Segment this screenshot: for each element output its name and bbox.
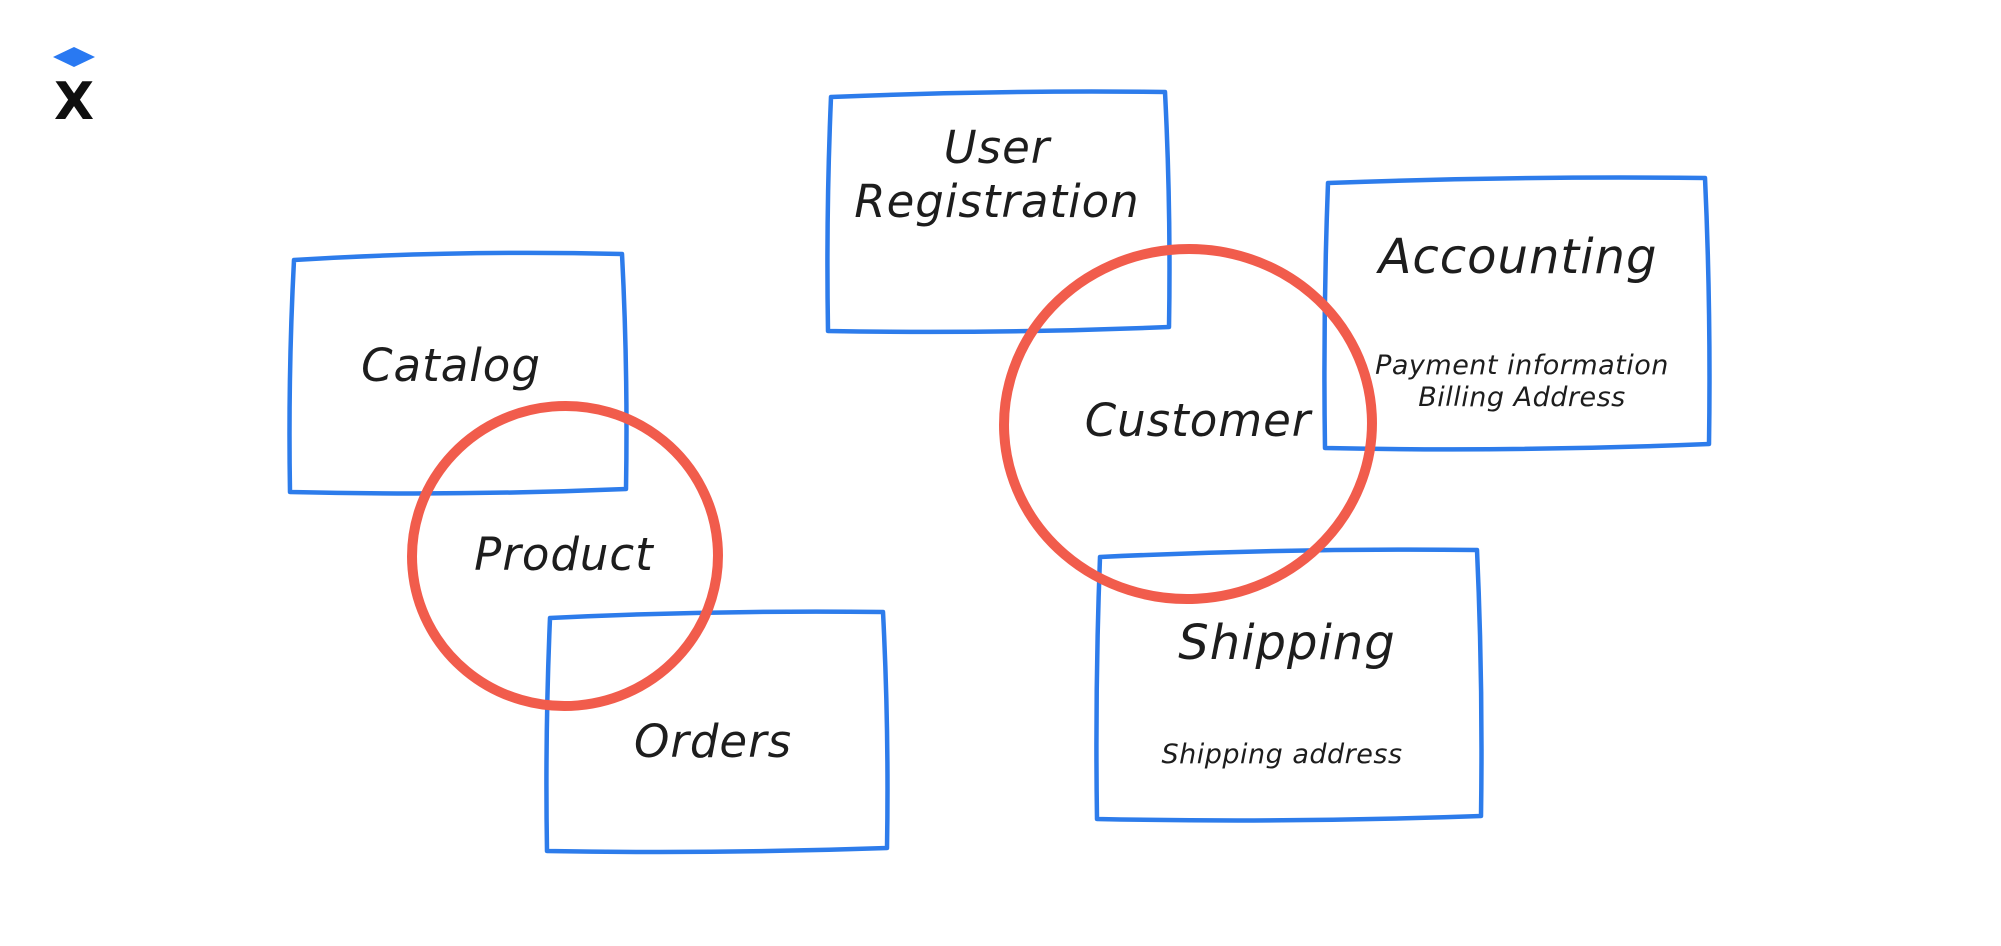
customer-highlight-circle[interactable]: [995, 240, 1381, 609]
shipping-label[interactable]: Shipping: [1178, 615, 1396, 672]
accounting-label[interactable]: Accounting: [1378, 229, 1658, 286]
orders-label[interactable]: Orders: [633, 715, 793, 768]
shipping-details[interactable]: Shipping address: [1161, 739, 1403, 771]
catalog-label[interactable]: Catalog: [361, 339, 541, 392]
customer-label[interactable]: Customer: [1084, 394, 1312, 447]
product-highlight-circle[interactable]: [400, 393, 731, 719]
accounting-box-outline[interactable]: [1322, 175, 1712, 452]
product-label[interactable]: Product: [474, 528, 654, 581]
user-registration-box-outline[interactable]: [825, 89, 1172, 335]
orders-box-outline[interactable]: [544, 609, 890, 855]
app-logo[interactable]: X: [50, 44, 98, 128]
logo-diamond-icon: [53, 47, 95, 67]
shipping-box-outline[interactable]: [1094, 547, 1484, 823]
catalog-box-outline[interactable]: [287, 250, 629, 496]
user-registration-label[interactable]: User Registration: [854, 121, 1140, 228]
logo-letter: X: [53, 72, 95, 132]
accounting-details[interactable]: Payment information Billing Address: [1375, 350, 1669, 413]
